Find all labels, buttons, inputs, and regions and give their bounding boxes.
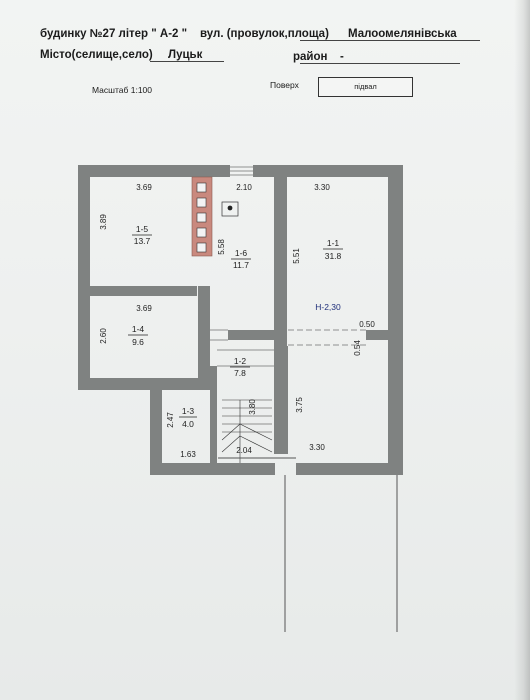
staircase: [221, 399, 273, 463]
wall: [274, 177, 287, 347]
dimension: 3.75: [295, 397, 304, 413]
city-value: Луцьк: [168, 49, 203, 61]
scale-label: Масштаб 1:100: [92, 85, 152, 95]
dimension: 3.30: [309, 443, 325, 452]
boiler-icon: [221, 201, 239, 217]
district-value: -: [340, 51, 344, 63]
room-number: 1-5: [136, 224, 149, 234]
doorway-lines: [210, 329, 366, 367]
wall: [253, 165, 403, 177]
dimension: 3.69: [136, 183, 152, 192]
external-lines: [218, 457, 398, 632]
room-area: 11.7: [233, 260, 249, 270]
walls: [78, 165, 403, 475]
dimension: 2.04: [236, 446, 252, 455]
room-area: 7.8: [234, 368, 246, 378]
wall: [90, 286, 197, 296]
room-number: 1-6: [235, 248, 248, 258]
wall: [78, 165, 90, 390]
dimension: 2.47: [166, 412, 175, 428]
wall: [150, 463, 275, 475]
street-value: Малоомелянівська: [348, 28, 457, 40]
street-underline: [300, 40, 480, 41]
building-label: будинку №27 літер " А-2 ": [40, 28, 188, 40]
floor-value-box: підвал: [318, 77, 413, 97]
city-label: Місто(селище,село): [40, 49, 153, 61]
room-area: 9.6: [132, 337, 144, 347]
chimney: [191, 176, 213, 257]
wall: [366, 330, 388, 340]
dimension: 2.10: [236, 183, 252, 192]
dimension: 5.51: [292, 248, 301, 264]
ceiling-height: Н-2,30: [315, 302, 341, 312]
room-area: 31.8: [325, 251, 342, 261]
dimension: 3.89: [99, 214, 108, 230]
window: [230, 166, 253, 176]
dimension: 3.30: [314, 183, 330, 192]
wall: [78, 378, 215, 390]
dimension: 3.69: [136, 304, 152, 313]
room-number: 1-1: [327, 238, 340, 248]
room-labels: 1-5 13.7 1-6 11.7 1-1 31.8 1-4 9.6 1-2 7…: [128, 224, 343, 429]
dimension: 1.63: [180, 450, 196, 459]
wall: [78, 165, 230, 177]
district-label: район: [293, 51, 328, 63]
room-number: 1-3: [182, 406, 195, 416]
dimension: 0.54: [353, 340, 362, 356]
dimension: 5.58: [217, 239, 226, 255]
wall: [150, 390, 162, 475]
street-label: вул. (провулок,площа): [200, 28, 329, 40]
wall: [228, 330, 274, 340]
city-underline: [150, 61, 224, 62]
wall: [388, 165, 403, 475]
dimension: 0.50: [359, 320, 375, 329]
room-area: 13.7: [134, 236, 151, 246]
room-number: 1-4: [132, 324, 145, 334]
page-edge-shadow: [514, 0, 530, 700]
wall: [210, 366, 217, 463]
district-underline: [300, 63, 460, 64]
wall: [274, 346, 288, 454]
wall: [296, 463, 403, 475]
dimension: 3.80: [248, 399, 257, 415]
dimension: 2.60: [99, 328, 108, 344]
room-number: 1-2: [234, 356, 247, 366]
room-area: 4.0: [182, 419, 194, 429]
wall: [198, 286, 210, 378]
dimension-labels: 3.69 2.10 3.30 3.89 5.58 5.51 3.69 2.60 …: [99, 183, 375, 459]
floor-label: Поверх: [270, 80, 299, 90]
